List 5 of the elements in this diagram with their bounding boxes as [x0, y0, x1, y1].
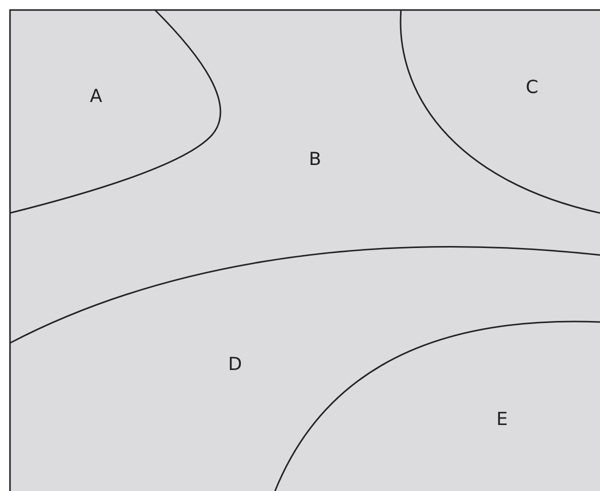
- region-label: B: [308, 150, 322, 170]
- region-label: A: [90, 87, 102, 107]
- region-label: E: [496, 410, 508, 430]
- region-label: D: [228, 355, 242, 375]
- region-label: C: [526, 78, 538, 98]
